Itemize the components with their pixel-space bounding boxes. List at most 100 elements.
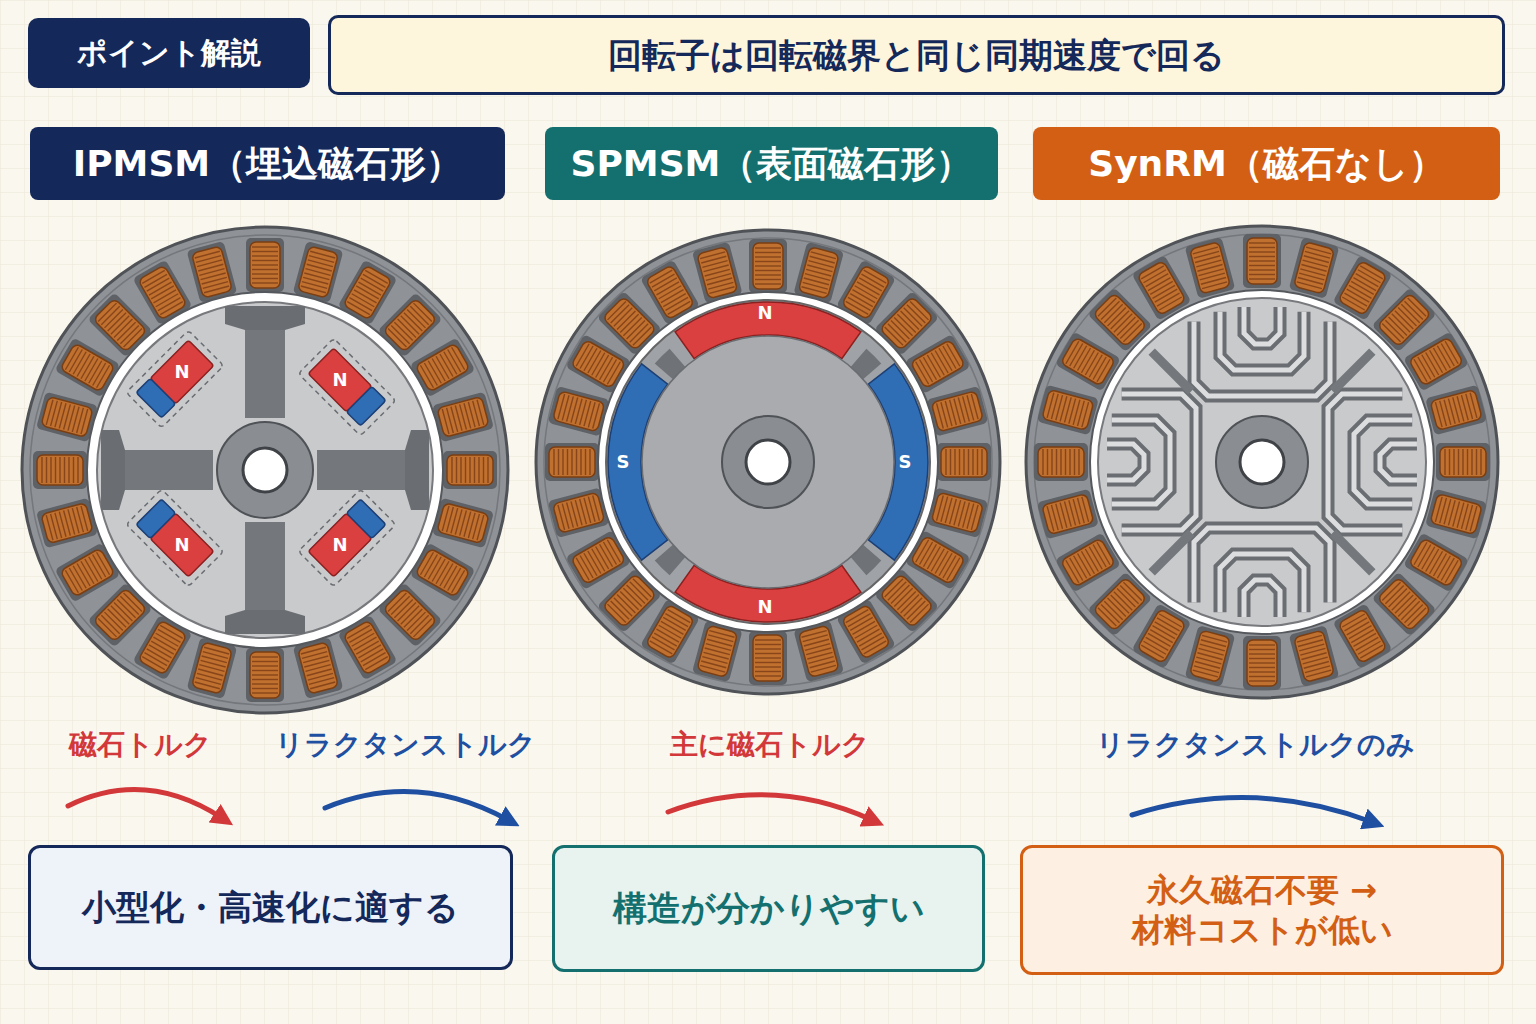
stator [536, 230, 1000, 694]
type-header: IPMSM（埋込磁石形） [30, 127, 505, 200]
coil-turn [64, 457, 65, 483]
coil [33, 451, 87, 489]
coil-turn [451, 457, 452, 483]
flux-barrier [1194, 528, 1330, 602]
node-text: 永久磁石不要 → 材料コストが低い [1041, 870, 1483, 950]
coil-turn [755, 252, 781, 253]
stator-slot [1243, 636, 1281, 690]
pole-body [245, 322, 285, 418]
magnet-south [136, 499, 176, 539]
torque-label: 磁石トルク [69, 728, 212, 762]
coil [1289, 237, 1340, 299]
coil-turn [755, 644, 781, 645]
coil-turn [1249, 653, 1275, 654]
coil-winding [1093, 293, 1147, 347]
coil-winding [1061, 337, 1116, 386]
coil [1243, 636, 1281, 690]
coil-winding [1137, 609, 1186, 664]
flux-barrier [1122, 394, 1196, 530]
coil-turn [252, 260, 278, 261]
node-text: ポイント解説 [77, 34, 261, 72]
coil-winding [1042, 390, 1094, 431]
coil-winding [41, 397, 93, 438]
shaft-hole [746, 440, 790, 484]
coil [937, 443, 991, 481]
coil [1436, 443, 1490, 481]
coil-turn [252, 251, 278, 252]
coil [1425, 489, 1487, 540]
coil-turn [1480, 449, 1481, 475]
stator [1026, 226, 1498, 698]
shaft-hub [722, 416, 814, 508]
pole-cap [225, 306, 305, 330]
type-header: SPMSM（表面磁石形） [545, 127, 998, 200]
coil-winding [753, 243, 783, 289]
coil-turn [981, 449, 982, 475]
stator-slot [293, 637, 344, 699]
coil-winding [941, 447, 987, 477]
stator-edge [1034, 234, 1490, 690]
coil [545, 443, 599, 481]
coil-winding [697, 625, 738, 677]
coil-turn [1382, 582, 1400, 600]
coil-winding [138, 620, 187, 675]
coil-turn [1159, 614, 1182, 627]
coil-turn [420, 552, 433, 575]
coil-turn [1382, 323, 1400, 341]
coil-turn [1159, 297, 1182, 310]
flux-barrier-inner [1112, 420, 1170, 504]
stator-slot [1425, 489, 1487, 540]
coil-turn [1249, 251, 1275, 252]
coil-winding [1190, 242, 1231, 294]
flux-barrier-inner [1354, 420, 1412, 504]
coil [443, 451, 497, 489]
coil-winding [697, 247, 738, 299]
torque-label: リラクタンストルク [275, 728, 536, 762]
pole-body [245, 522, 285, 618]
coil-turn [755, 653, 781, 654]
pole-label: N [174, 361, 189, 383]
coil-winding [1294, 630, 1335, 682]
coil-winding [250, 652, 280, 698]
stator-slot [1436, 443, 1490, 481]
coil-turn [977, 449, 978, 475]
coil-turn [1414, 542, 1427, 565]
coil-turn [1249, 649, 1275, 650]
rotor-rib [1333, 533, 1373, 573]
coil-turn [1097, 359, 1110, 382]
coil [187, 241, 238, 303]
stator-slot [432, 498, 494, 549]
coil-turn [755, 265, 781, 266]
coil-turn [469, 457, 470, 483]
coil-winding [60, 548, 115, 597]
headline-banner: 回転子は回転磁界と同じ同期速度で回る [328, 15, 1505, 95]
coil-winding [931, 492, 983, 533]
stator-slot [432, 392, 494, 443]
coil-turn [755, 662, 781, 663]
torque-label: 主に磁石トルク [670, 728, 870, 762]
coil-turn [1414, 359, 1427, 382]
coil-winding [437, 503, 489, 544]
flux-barrier-inner [1380, 444, 1417, 480]
coil-turn [1467, 449, 1468, 475]
rotor [1098, 298, 1426, 626]
flux-barrier-group [1194, 528, 1330, 617]
coil-turn [755, 274, 781, 275]
coil-turn [937, 496, 944, 521]
coil-turn [252, 255, 278, 256]
embedded-magnet [126, 489, 224, 587]
pole-label: N [757, 596, 772, 618]
ipmsm-motor [22, 227, 508, 713]
stator-slot [33, 451, 87, 489]
coil-turn [755, 671, 781, 672]
coil-turn [420, 365, 433, 388]
coil-winding [553, 391, 605, 432]
rotor [97, 302, 433, 638]
coil-turn [487, 457, 488, 483]
flux-barrier-inner [1107, 444, 1144, 480]
flux-barrier-inner [1220, 554, 1304, 612]
coil-turn [252, 656, 278, 657]
coil-turn [1471, 449, 1472, 475]
coil-turn [97, 552, 110, 575]
coil-turn [755, 283, 781, 284]
